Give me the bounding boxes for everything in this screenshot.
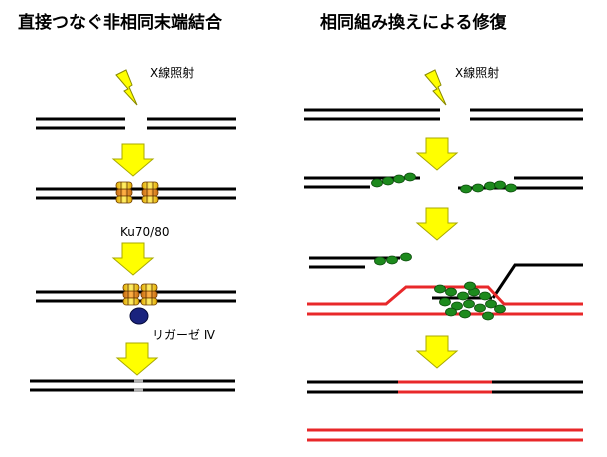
ku-protein-left-c xyxy=(122,283,140,306)
right-panel-title: 相同組み換えによる修復 xyxy=(320,13,507,33)
step-arrow-3-right xyxy=(416,335,458,369)
lightning-bolt-icon xyxy=(115,69,138,106)
ligase-label: リガーゼ Ⅳ xyxy=(152,328,215,342)
template-dna-right xyxy=(307,428,583,442)
step-arrow-3-left xyxy=(116,342,158,376)
lightning-bolt-icon-right xyxy=(424,69,447,106)
dna-with-ku-left xyxy=(36,181,236,204)
step-arrow-1-right xyxy=(416,137,458,171)
step-arrow-2-left xyxy=(112,242,154,276)
ligase-iv-protein xyxy=(129,307,149,325)
broken-dna-right xyxy=(304,108,583,121)
ku-label: Ku70/80 xyxy=(120,225,170,239)
strand-invasion-right xyxy=(307,252,583,321)
ku-protein-left-a xyxy=(115,181,133,204)
broken-dna-left xyxy=(36,117,236,130)
ku-protein-left-b xyxy=(141,181,159,204)
resected-dna-right xyxy=(304,172,583,194)
left-xray-label: X線照射 xyxy=(150,66,195,80)
step-arrow-1-left xyxy=(112,143,154,177)
step-arrow-2-right xyxy=(416,207,458,241)
left-panel-title: 直接つなぐ非相同末端結合 xyxy=(18,13,222,33)
dna-with-ligase-left xyxy=(36,283,236,325)
repaired-dna-left xyxy=(30,379,235,392)
repaired-dna-right xyxy=(307,380,583,394)
ku-protein-left-d xyxy=(140,283,158,306)
right-xray-label: X線照射 xyxy=(455,66,500,80)
